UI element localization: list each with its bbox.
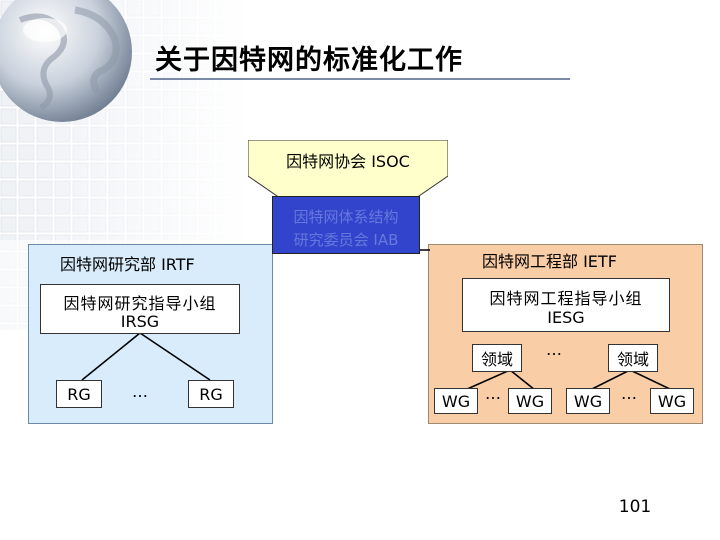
- irsg-box: [40, 284, 240, 334]
- iab-label-line2: 研究委员会 IAB: [293, 231, 399, 249]
- wg-box-3: WG: [566, 388, 610, 414]
- irtf-title: 因特网研究部 IRTF: [60, 255, 195, 274]
- page-number: 101: [618, 497, 652, 517]
- iab-box: [272, 196, 420, 254]
- title-underline: [150, 78, 570, 80]
- globe-icon: [0, 0, 132, 122]
- rg-box-2: RG: [188, 380, 234, 408]
- isoc-label: 因特网协会 ISOC: [286, 152, 410, 171]
- wg-ellipsis-2: …: [621, 384, 637, 403]
- irsg-label-line2: IRSG: [120, 312, 160, 331]
- rg-ellipsis: …: [132, 382, 148, 401]
- iesg-label-line1: 因特网工程指导小组: [489, 289, 643, 308]
- iesg-label-line2: IESG: [547, 308, 585, 327]
- ietf-title: 因特网工程部 IETF: [482, 252, 617, 271]
- slide-title: 关于因特网的标准化工作: [155, 45, 463, 76]
- rg-box-1: RG: [56, 380, 102, 408]
- iab-label-line1: 因特网体系结构: [293, 208, 399, 226]
- wg-ellipsis-1: …: [485, 384, 501, 403]
- iesg-box: [462, 278, 670, 332]
- area-ellipsis: …: [546, 340, 562, 359]
- area-box-2: 领域: [608, 344, 658, 372]
- wg-box-1: WG: [434, 388, 478, 414]
- area-box-1: 领域: [472, 344, 522, 372]
- wg-box-4: WG: [650, 388, 694, 414]
- wg-box-2: WG: [508, 388, 552, 414]
- irsg-label-line1: 因特网研究指导小组: [63, 294, 217, 313]
